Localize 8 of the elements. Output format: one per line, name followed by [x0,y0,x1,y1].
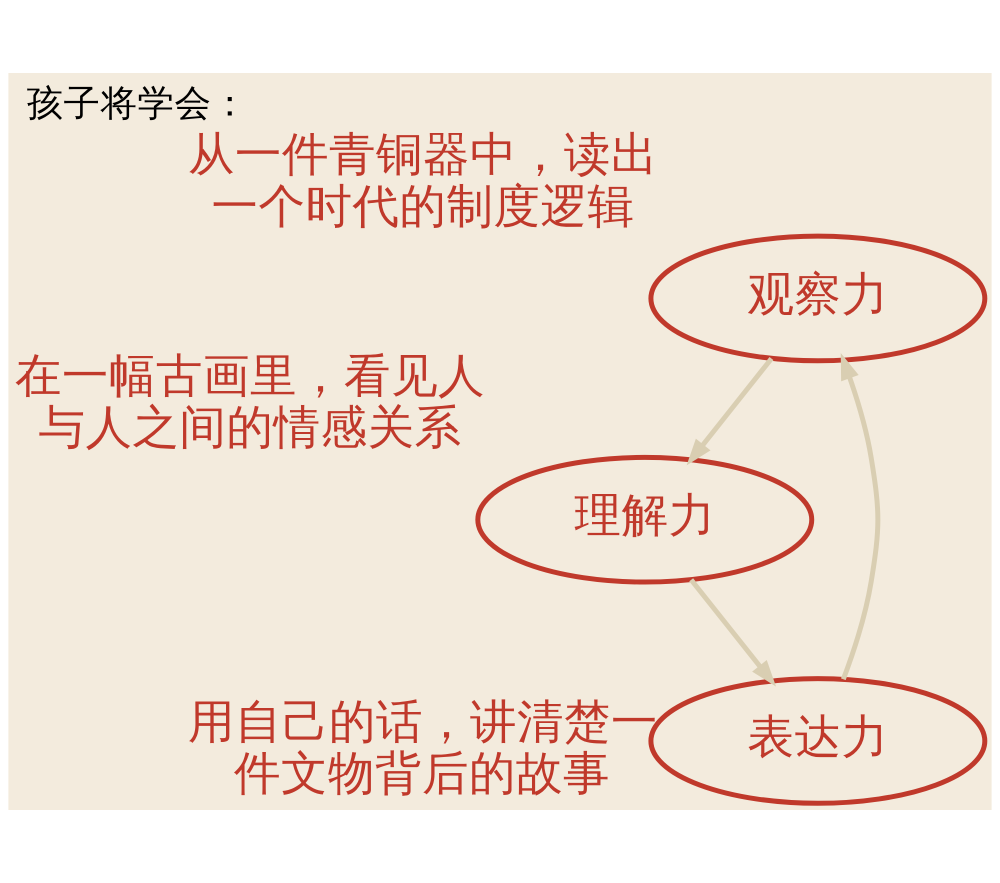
node-label: 在一幅古画里，看见人与人之间的情感关系 [15,348,486,454]
node-ellipse: 观察力 [648,234,988,364]
diagram-title: 孩子将学会： [26,82,248,125]
node-ellipse: 理解力 [475,454,814,585]
arrow [689,578,776,687]
arrow [840,353,880,680]
node-label: 从一件青铜器中，读出一个时代的制度逻辑 [188,127,658,233]
arrow [686,356,774,466]
